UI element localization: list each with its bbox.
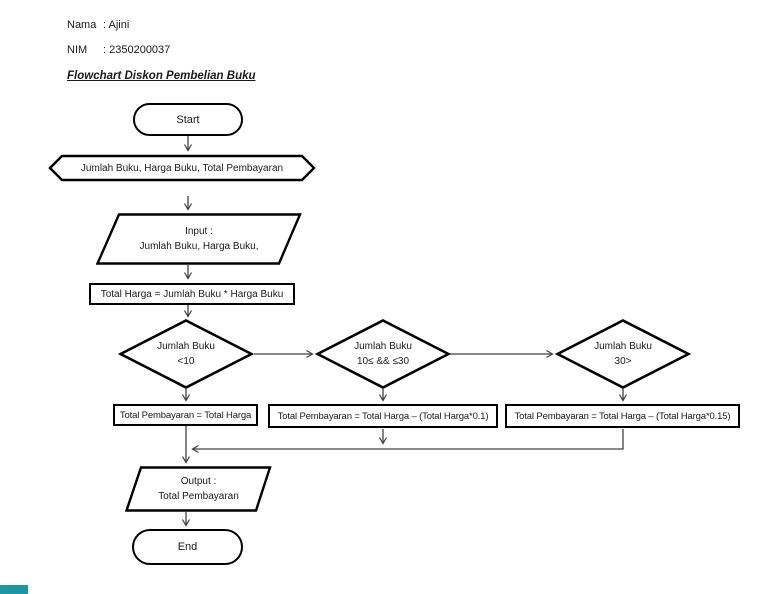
decision3-line1: Jumlah Buku — [594, 341, 652, 352]
process-total-label: Total Harga = Jumlah Buku * Harga Buku — [100, 288, 284, 300]
decision1-line1: Jumlah Buku — [157, 341, 215, 352]
decision-jumlah-lt10: Jumlah Buku <10 — [118, 318, 254, 390]
start-terminator: Start — [133, 103, 243, 136]
end-terminator: End — [132, 529, 243, 565]
output-text: Output : Total Pembayaran — [125, 466, 272, 512]
output-line2: Total Pembayaran — [158, 491, 239, 502]
process-total-harga: Total Harga = Jumlah Buku * Harga Buku — [89, 283, 295, 305]
input-text: Input : Jumlah Buku, Harga Buku, — [96, 213, 302, 265]
end-label: End — [177, 541, 198, 553]
bottom-left-accent-bar — [0, 585, 28, 594]
output-line1: Output : — [180, 476, 217, 487]
input-line1: Input : — [185, 226, 213, 237]
decision2-line2: 10≤ && ≤30 — [356, 356, 410, 367]
result2-label: Total Pembayaran = Total Harga – (Total … — [277, 410, 489, 422]
decision3-text: Jumlah Buku 30> — [555, 318, 691, 390]
result-discount-15: Total Pembayaran = Total Harga – (Total … — [505, 404, 740, 428]
nim-label: NIM — [67, 44, 88, 56]
name-label: Nama — [67, 19, 97, 31]
decision-jumlah-gt30: Jumlah Buku 30> — [555, 318, 691, 390]
decision2-text: Jumlah Buku 10≤ && ≤30 — [315, 318, 451, 390]
student-nim-row: NIM : 2350200037 — [67, 44, 170, 56]
output-parallelogram: Output : Total Pembayaran — [125, 466, 272, 512]
result-no-discount: Total Pembayaran = Total Harga — [113, 404, 258, 426]
result-discount-10: Total Pembayaran = Total Harga – (Total … — [268, 404, 498, 428]
result1-label: Total Pembayaran = Total Harga — [119, 409, 252, 421]
decision1-text: Jumlah Buku <10 — [118, 318, 254, 390]
nim-value: : 2350200037 — [103, 44, 171, 56]
decision1-line2: <10 — [177, 356, 195, 367]
declare-text: Jumlah Buku, Harga Buku, Total Pembayara… — [80, 162, 284, 174]
name-value: : Ajini — [103, 19, 130, 31]
input-line2: Jumlah Buku, Harga Buku, — [139, 241, 259, 252]
result3-label: Total Pembayaran = Total Harga – (Total … — [514, 410, 731, 422]
decision-jumlah-10-30: Jumlah Buku 10≤ && ≤30 — [315, 318, 451, 390]
decision2-line1: Jumlah Buku — [354, 341, 412, 352]
declare-hexagon: Jumlah Buku, Harga Buku, Total Pembayara… — [48, 154, 316, 182]
page-title: Flowchart Diskon Pembelian Buku — [67, 70, 256, 82]
student-name-row: Nama : Ajini — [67, 19, 129, 31]
input-parallelogram: Input : Jumlah Buku, Harga Buku, — [96, 213, 302, 265]
start-label: Start — [176, 113, 200, 126]
decision3-line2: 30> — [614, 356, 632, 367]
